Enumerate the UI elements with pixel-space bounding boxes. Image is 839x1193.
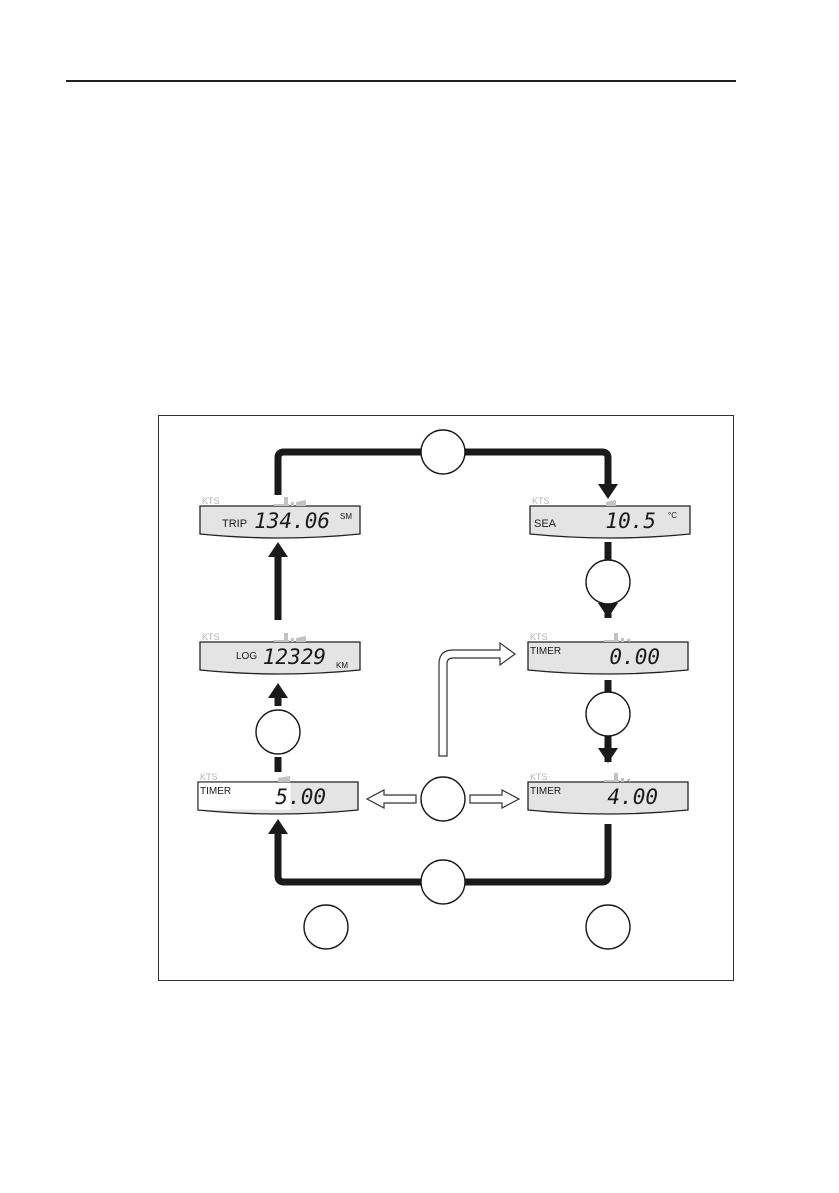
hollow-arrow-left-timer-five — [367, 790, 416, 808]
lcd-value: 4.00 — [607, 785, 658, 809]
lcd-display-log: KTS LOG 12329 KM — [200, 632, 360, 674]
lcd-label: TIMER — [530, 646, 561, 657]
mode-indicator-icon — [278, 776, 290, 782]
lcd-unit: °C — [668, 511, 677, 520]
callout-circle-center — [421, 777, 465, 821]
arrow-up-log — [268, 683, 288, 698]
lcd-display-timer-four: KTS TIMER 4.00 — [528, 772, 688, 814]
callout-circle-timer-zero-four — [586, 692, 630, 736]
lcd-display-trip: KTS TRIP 134.06 SM — [200, 496, 360, 538]
lcd-display-timer-zero: KTS TIMER 0.00 — [528, 632, 688, 674]
lcd-kts-label: KTS — [200, 772, 218, 782]
callout-circle-bottom — [421, 860, 465, 904]
lcd-kts-label: KTS — [532, 496, 550, 506]
mode-indicator-icon — [604, 633, 630, 642]
mode-indicator-icon — [274, 497, 306, 506]
lcd-kts-label: KTS — [530, 632, 548, 642]
lcd-label: SEA — [534, 518, 557, 530]
lcd-value: 12329 — [263, 645, 326, 669]
lcd-unit: SM — [340, 512, 352, 521]
mode-indicator-icon — [606, 500, 616, 506]
lcd-label: LOG — [236, 651, 257, 662]
callout-circle-timer-log — [256, 710, 300, 754]
lcd-unit: KM — [336, 661, 348, 670]
lcd-value: 134.06 — [254, 509, 330, 533]
arrow-up-trip — [268, 542, 288, 557]
lcd-value: 10.5 — [605, 509, 656, 533]
hollow-arrow-right-timer-four — [470, 790, 519, 808]
lcd-kts-label: KTS — [202, 496, 220, 506]
lcd-label: TRIP — [222, 518, 247, 530]
arrow-down-timer-zero — [598, 603, 618, 618]
lcd-kts-label: KTS — [202, 632, 220, 642]
lcd-kts-label: KTS — [530, 772, 548, 782]
hollow-arrow-to-timer-zero — [439, 643, 515, 756]
arrow-down-sea — [598, 484, 618, 499]
lcd-label: TIMER — [530, 786, 561, 797]
callout-circle-bottom-right — [586, 905, 630, 949]
mode-indicator-icon — [274, 633, 306, 642]
arrow-down-timer-four — [598, 748, 618, 763]
callout-circle-top — [421, 430, 465, 474]
mode-indicator-icon — [604, 773, 630, 782]
callout-circle-bottom-left — [304, 905, 348, 949]
lcd-label: TIMER — [200, 786, 231, 797]
arrow-up-timer-five — [268, 819, 288, 834]
lcd-value: 0.00 — [609, 645, 660, 669]
lcd-display-sea: KTS SEA 10.5 °C — [530, 496, 690, 538]
lcd-display-timer-five: KTS TIMER 5.00 — [198, 772, 358, 814]
callout-circle-sea-timer — [586, 560, 630, 604]
lcd-value: 5.00 — [275, 785, 326, 809]
